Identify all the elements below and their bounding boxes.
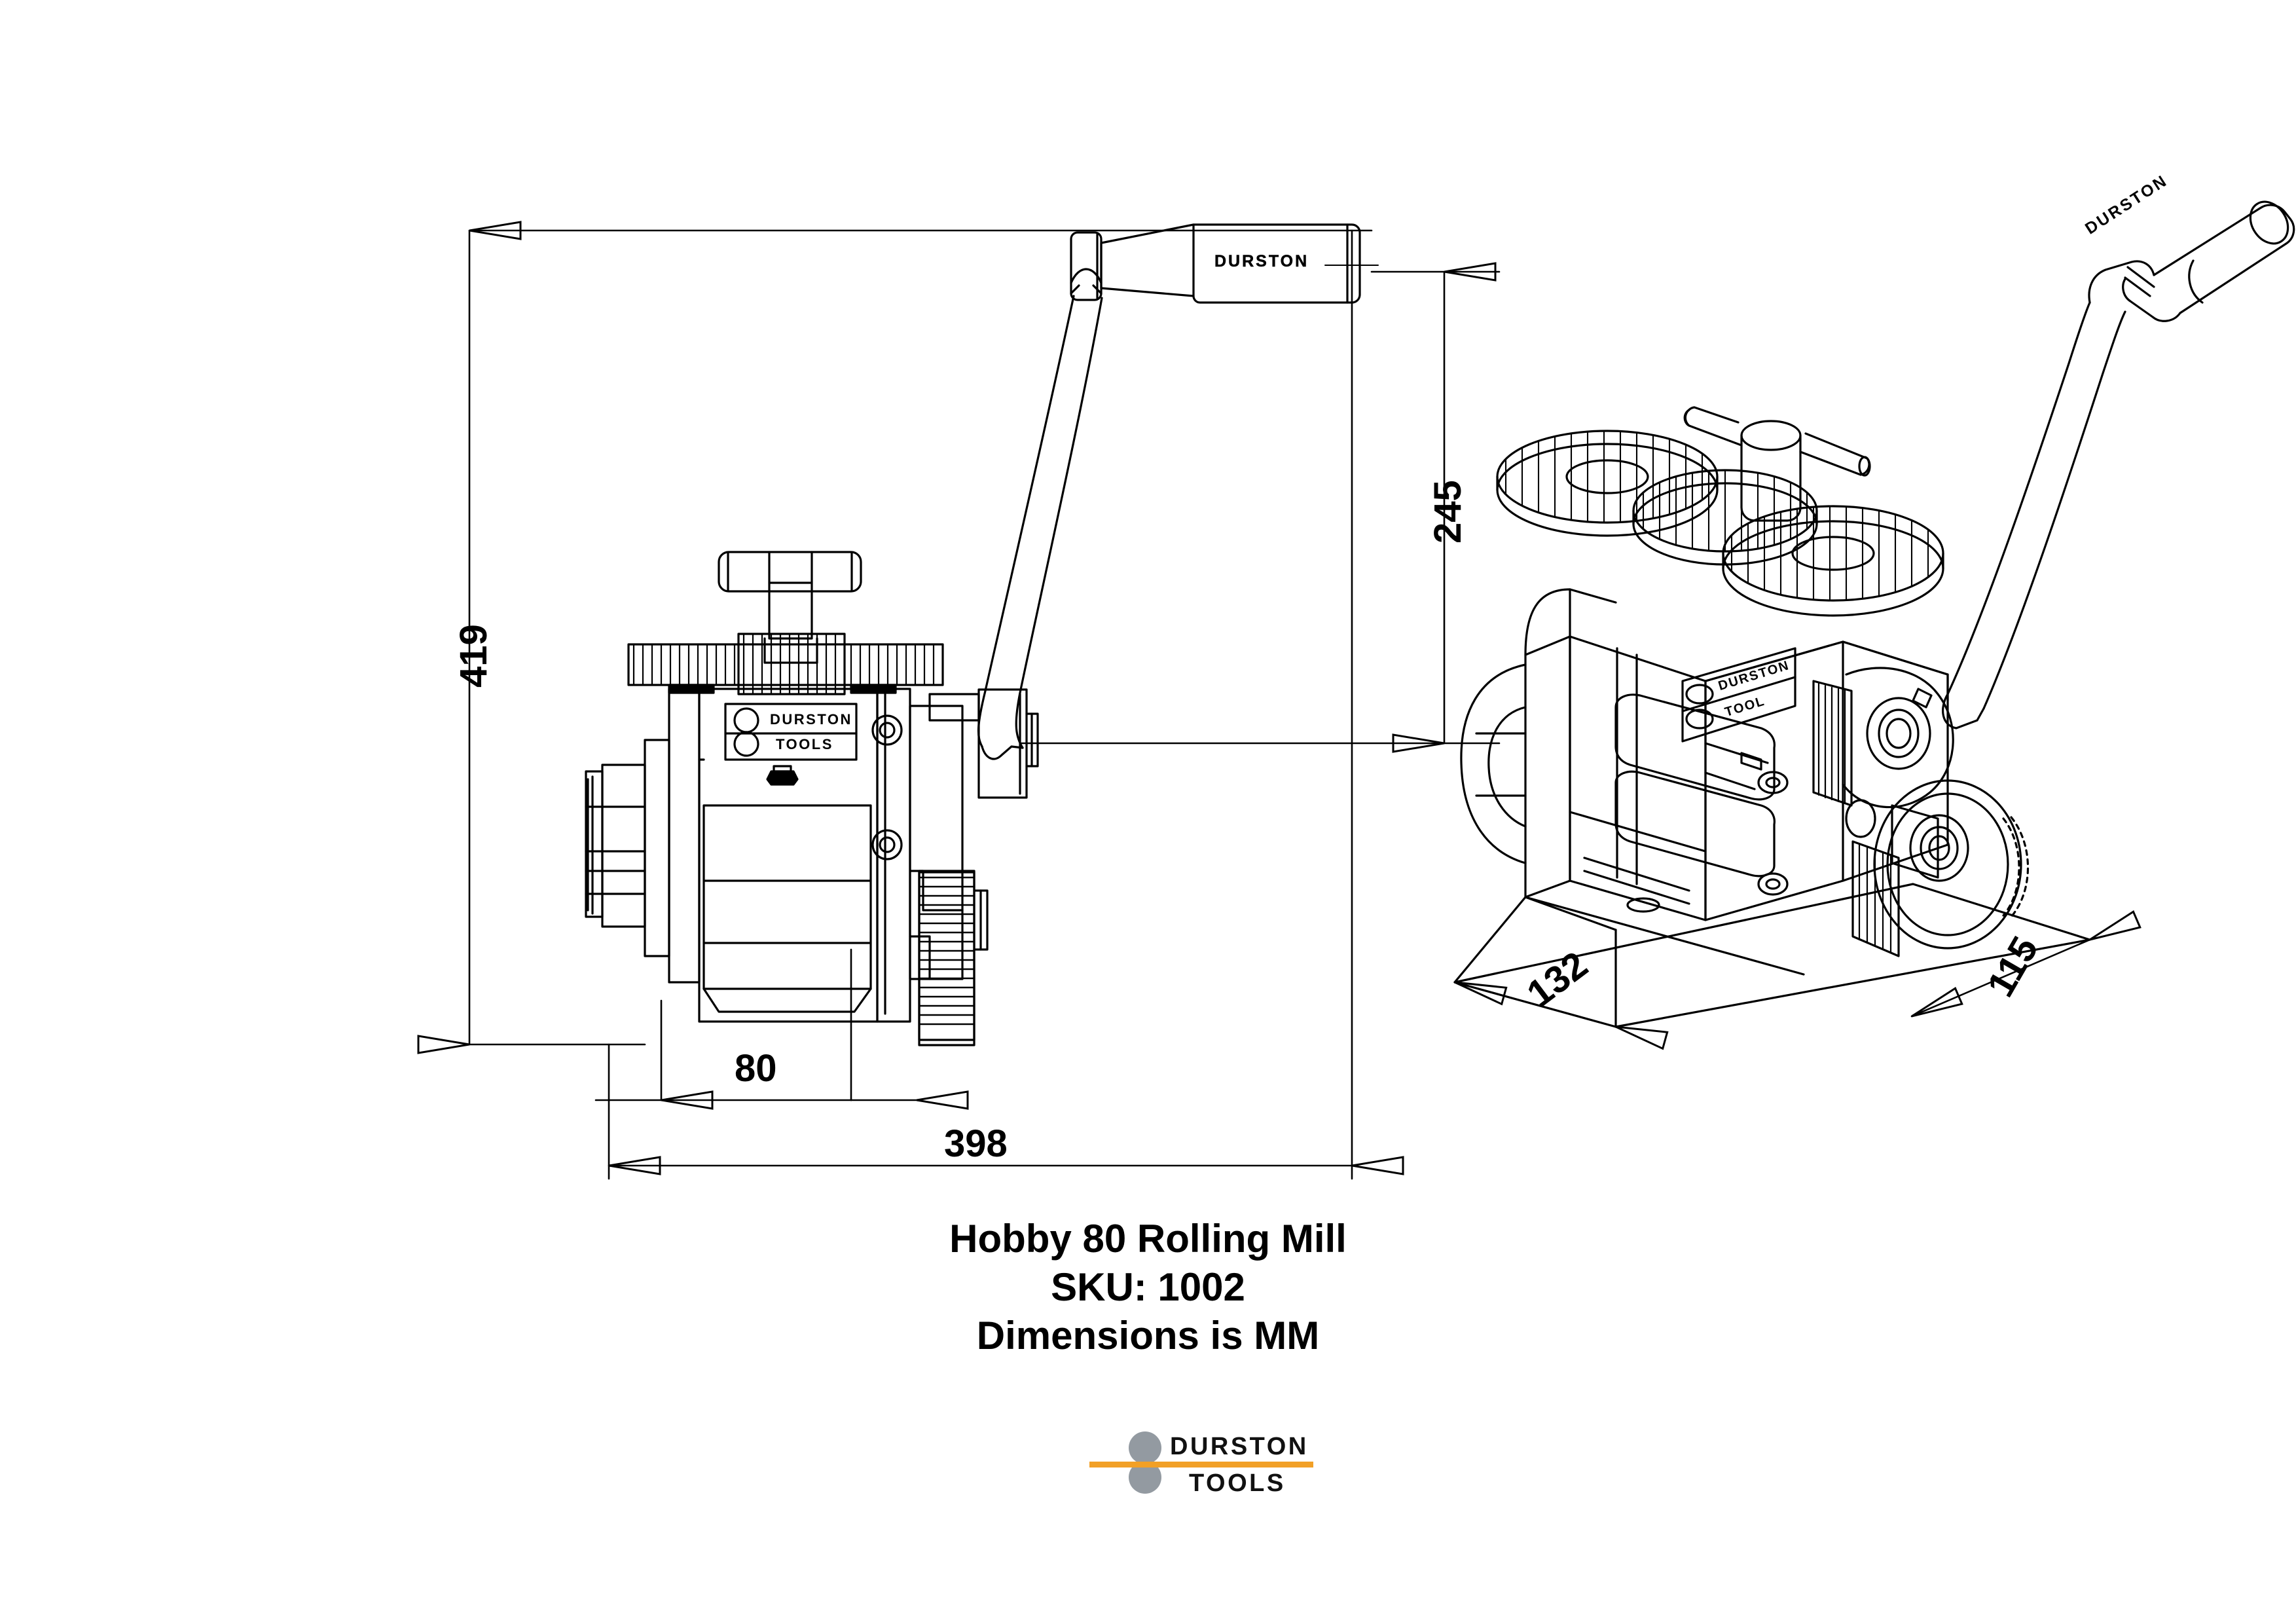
dimension-lines-front [469,231,1501,1180]
front-drive-gear [918,870,975,1046]
front-badge-line-2: TOOLS [776,736,833,752]
front-knurled-wheel [627,633,944,695]
iso-left-housing [1460,663,1527,864]
durston-tools-logo: DURSTON TOOLS [1084,1420,1313,1511]
logo-brand-name: DURSTON [1170,1433,1309,1460]
front-crank-hub [977,688,1039,799]
iso-handle-grip [2088,200,2295,322]
front-handle-grip [1070,223,1379,304]
front-elevation-view [585,223,1379,1046]
dimension-lines-iso [1453,940,2090,1027]
isometric-view [1453,200,2295,1028]
front-drive-gear-outline [918,871,989,1041]
iso-body-block [1681,640,1949,921]
front-handle-grip-brand: DURSTON [1214,252,1309,271]
iso-stand [1524,588,1707,921]
front-body-frame [585,688,980,1023]
logo-brand-suffix: TOOLS [1189,1469,1286,1497]
front-badge-line-1: DURSTON [770,711,852,728]
iso-top-gears [1496,430,1944,617]
iso-rollers [1614,693,1776,877]
logo-accent-bar [1089,1462,1313,1467]
iso-gear-block [1812,667,2030,957]
iso-t-handle [1683,406,1871,522]
iso-base-plate [1453,883,2091,1028]
logo-roller-top-icon [1129,1431,1161,1464]
iso-crank-arm [1942,301,2126,729]
